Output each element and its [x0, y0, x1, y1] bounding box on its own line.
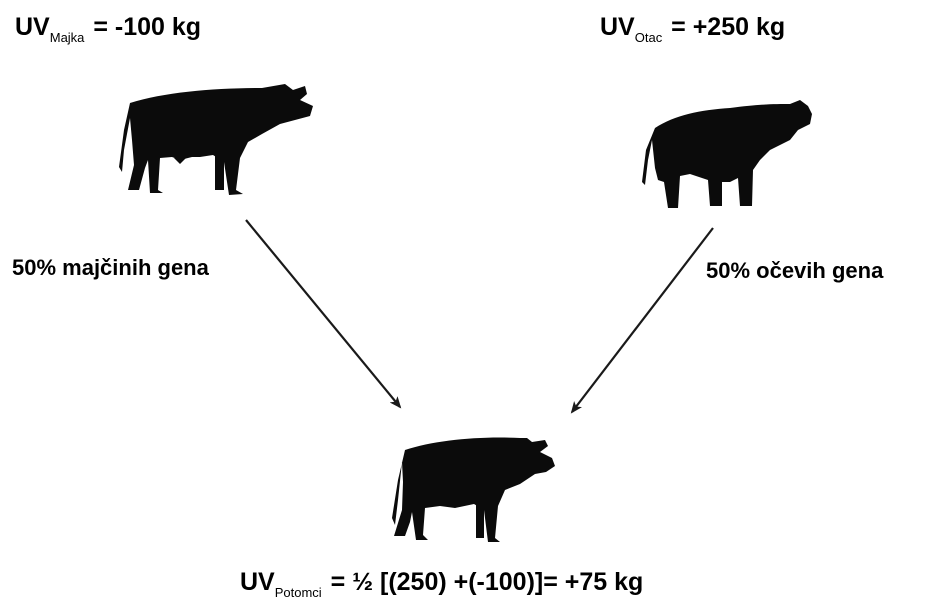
cow-icon: [119, 84, 313, 195]
father-to-offspring-arrow: [572, 228, 713, 412]
mother-to-offspring-arrow: [246, 220, 400, 407]
bull-icon: [642, 100, 812, 208]
calf-icon: [392, 438, 555, 543]
